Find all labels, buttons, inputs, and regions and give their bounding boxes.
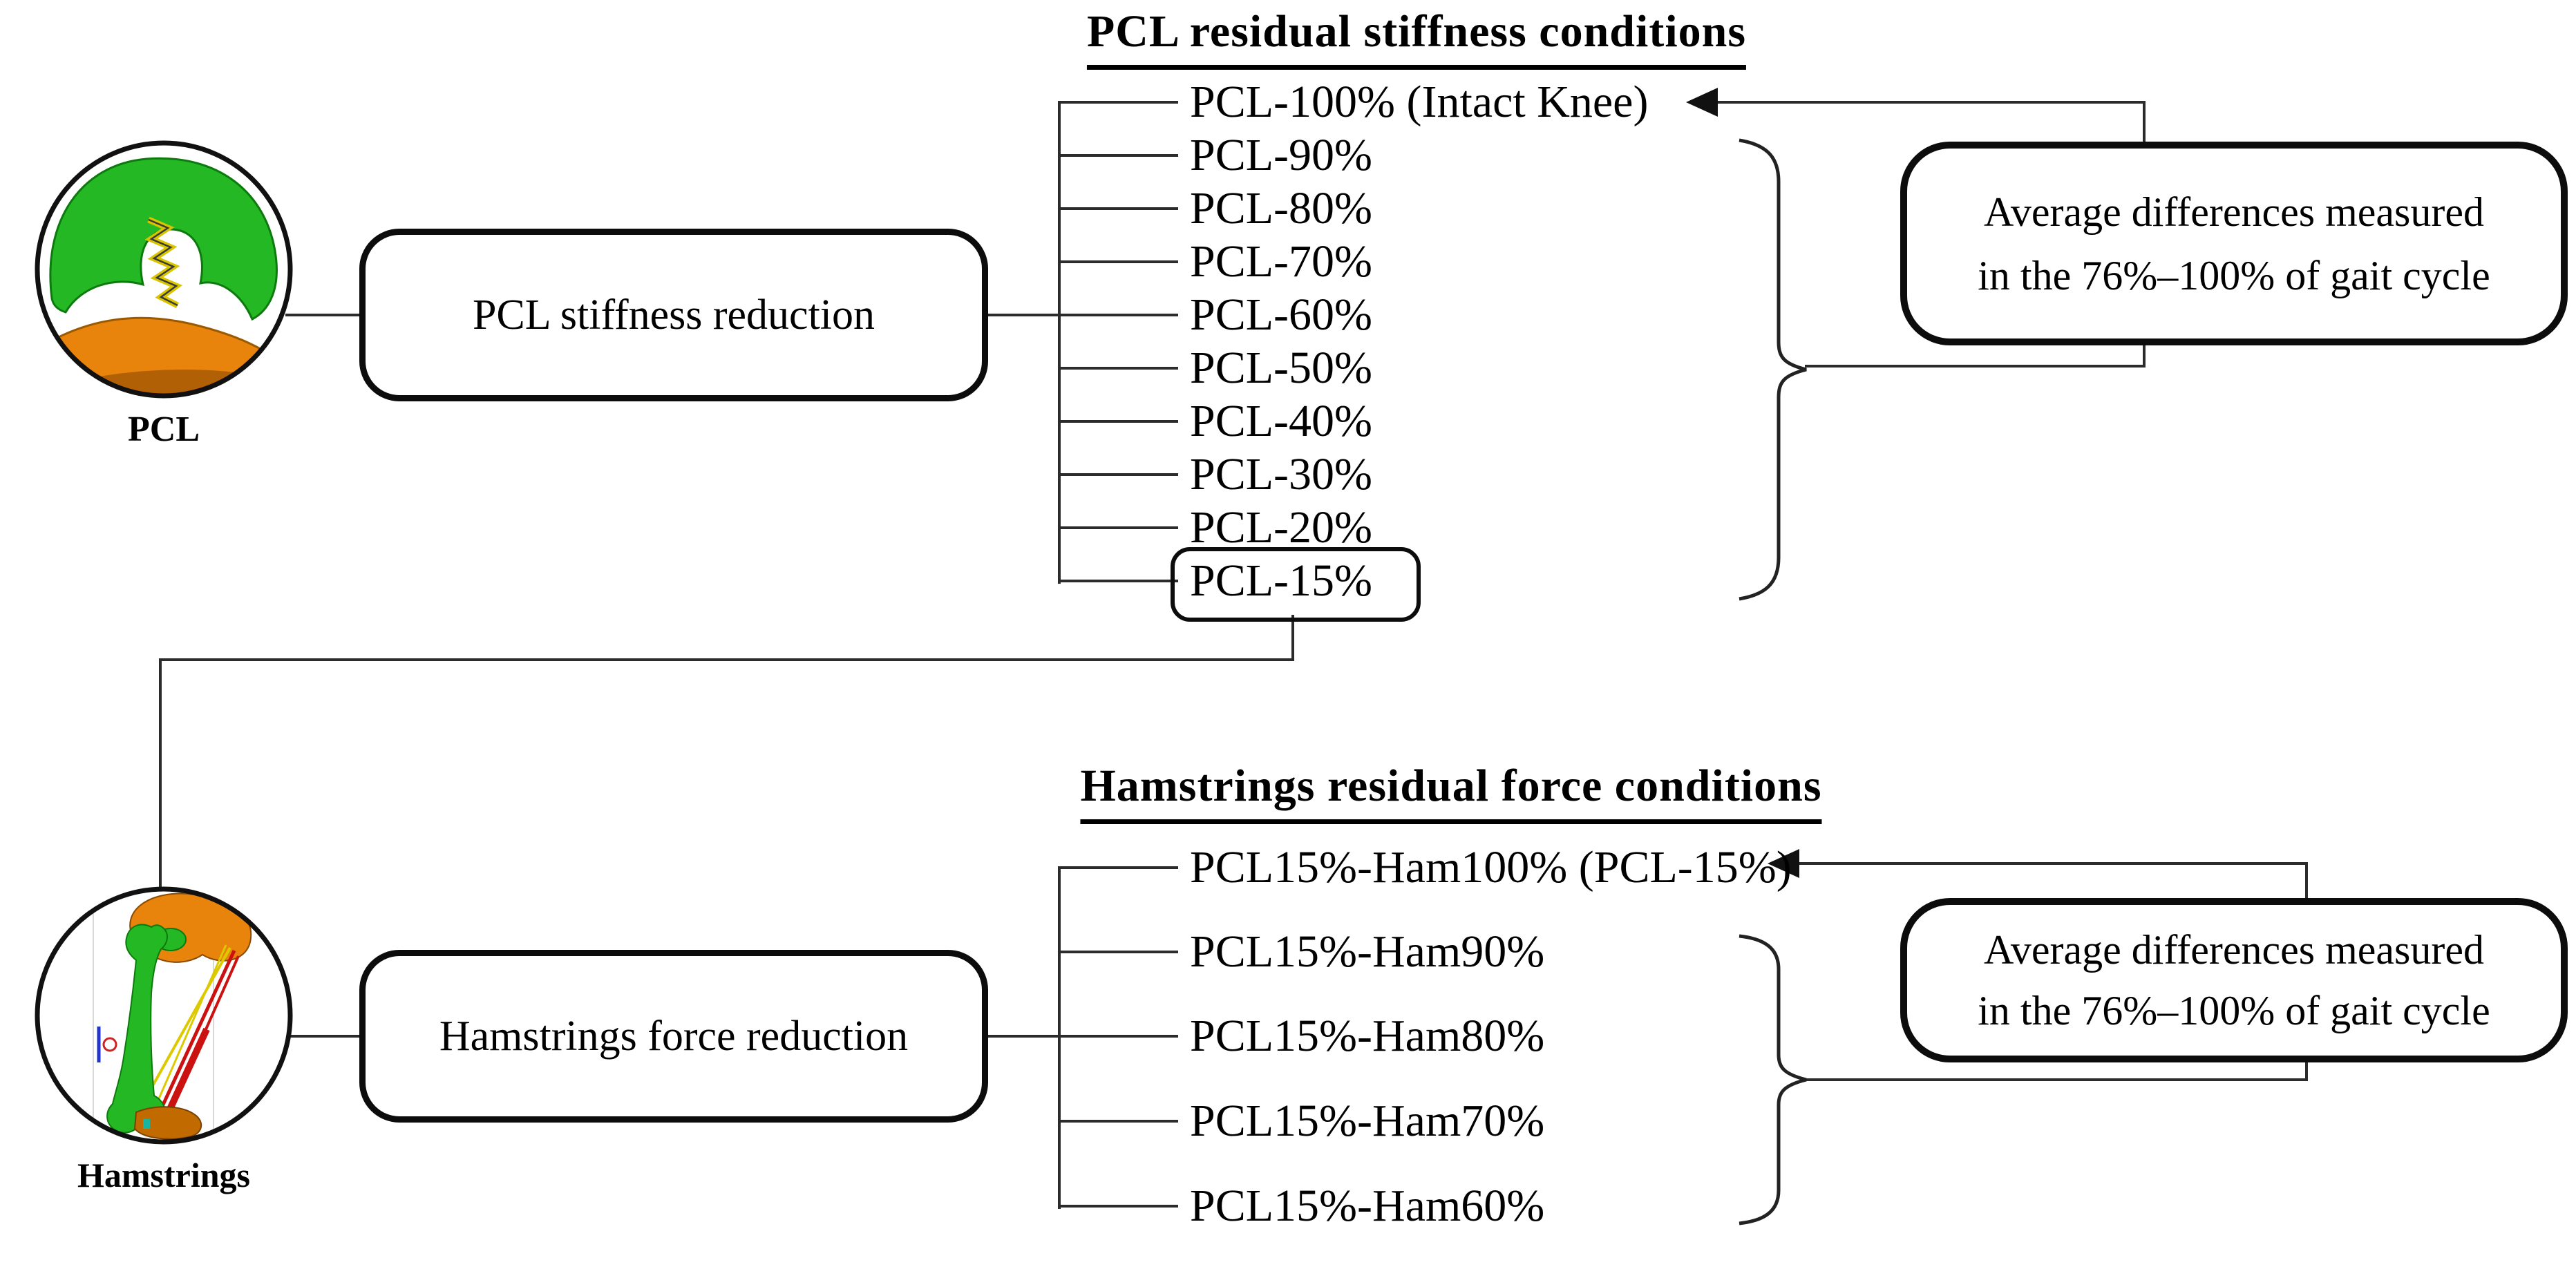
connector-line (159, 658, 1294, 661)
condition-pcl-40: PCL-40% (1190, 396, 1372, 446)
tree-tick (1058, 101, 1178, 104)
tree-tick (1058, 207, 1178, 210)
connector-line (285, 314, 361, 316)
arrow-line (1712, 101, 2146, 104)
top-brace (1739, 138, 1807, 601)
connector-line (1291, 615, 1294, 661)
condition-pcl-70: PCL-70% (1190, 236, 1372, 287)
connector-line (988, 1035, 1059, 1038)
bottom-annotation-line1: Average differences measured (1983, 927, 2485, 973)
condition-pcl-60: PCL-60% (1190, 289, 1372, 340)
tree-tick (1058, 367, 1178, 370)
left-arrowhead-icon (1768, 849, 1799, 878)
hamstrings-force-reduction-label: Hamstrings force reduction (439, 1012, 909, 1060)
bottom-brace (1739, 934, 1807, 1225)
tree-tick (1058, 1035, 1178, 1038)
condition-ham-70: PCL15%-Ham70% (1190, 1096, 1545, 1146)
tree-trunk-line (1058, 101, 1061, 584)
bottom-section-title: Hamstrings residual force conditions (1080, 760, 1822, 824)
pcl-stiffness-reduction-label: PCL stiffness reduction (472, 291, 875, 338)
connector-line (1805, 1078, 2308, 1081)
connector-line (988, 314, 1059, 316)
condition-pcl-80: PCL-80% (1190, 183, 1372, 233)
tree-tick (1058, 951, 1178, 953)
left-arrowhead-icon (1686, 88, 1718, 117)
connector-line (159, 658, 162, 887)
top-section-title: PCL residual stiffness conditions (1086, 6, 1747, 70)
bottom-annotation-line2: in the 76%–100% of gait cycle (1978, 988, 2490, 1033)
tree-tick (1058, 1120, 1178, 1123)
condition-pcl-20: PCL-20% (1190, 502, 1372, 553)
tree-tick (1058, 314, 1178, 316)
hamstring-muscle-line-thick (164, 1027, 210, 1116)
tree-tick (1058, 420, 1178, 423)
hamstrings-force-reduction-box: Hamstrings force reduction (359, 950, 988, 1123)
connector-line (1805, 365, 2146, 368)
ligament-line (149, 944, 227, 1120)
condition-ham-80: PCL15%-Ham80% (1190, 1011, 1545, 1061)
hamstrings-image (35, 886, 293, 1145)
condition-ham-100: PCL15%-Ham100% (PCL-15%) (1190, 842, 1792, 893)
pcl-ligament-outline (148, 218, 178, 307)
marker-teal (143, 1119, 150, 1129)
tree-tick (1058, 526, 1178, 529)
hamstring-muscle-line (158, 949, 236, 1114)
pcl-image-ring (35, 140, 293, 399)
tree-tick (1058, 154, 1178, 157)
top-annotation-box: Average differences measured in the 76%–… (1900, 142, 2568, 345)
condition-ham-90: PCL15%-Ham90% (1190, 926, 1545, 977)
tree-tick (1058, 1205, 1178, 1208)
condition-pcl-30: PCL-30% (1190, 449, 1372, 499)
tree-tick (1058, 580, 1178, 582)
hamstrings-image-ring (35, 886, 293, 1145)
condition-pcl-90: PCL-90% (1190, 130, 1372, 180)
tree-tick (1058, 866, 1178, 869)
femur-shape (49, 157, 278, 321)
connector-line (287, 1035, 361, 1038)
pcl-stiffness-reduction-box: PCL stiffness reduction (359, 229, 988, 401)
top-annotation-line2: in the 76%–100% of gait cycle (1978, 252, 2490, 298)
condition-pcl-15: PCL-15% (1190, 555, 1372, 606)
foot-shape (133, 1106, 202, 1140)
arrow-line (1794, 862, 2308, 865)
tree-trunk-line (1058, 866, 1061, 1209)
hamstrings-image-label: Hamstrings (77, 1156, 250, 1194)
femur-bone (106, 924, 168, 1134)
condition-pcl-100: PCL-100% (Intact Knee) (1190, 77, 1649, 127)
top-annotation-line1: Average differences measured (1983, 189, 2485, 235)
pcl-knee-image (35, 140, 293, 399)
bottom-annotation-box: Average differences measured in the 76%–… (1900, 898, 2568, 1062)
pcl-15-highlight-box (1171, 547, 1421, 622)
tree-tick (1058, 473, 1178, 476)
condition-pcl-50: PCL-50% (1190, 343, 1372, 393)
pcl-image-label: PCL (128, 410, 200, 449)
axis-marker-red (102, 1037, 117, 1052)
tree-tick (1058, 260, 1178, 263)
condition-ham-60: PCL15%-Ham60% (1190, 1181, 1545, 1231)
